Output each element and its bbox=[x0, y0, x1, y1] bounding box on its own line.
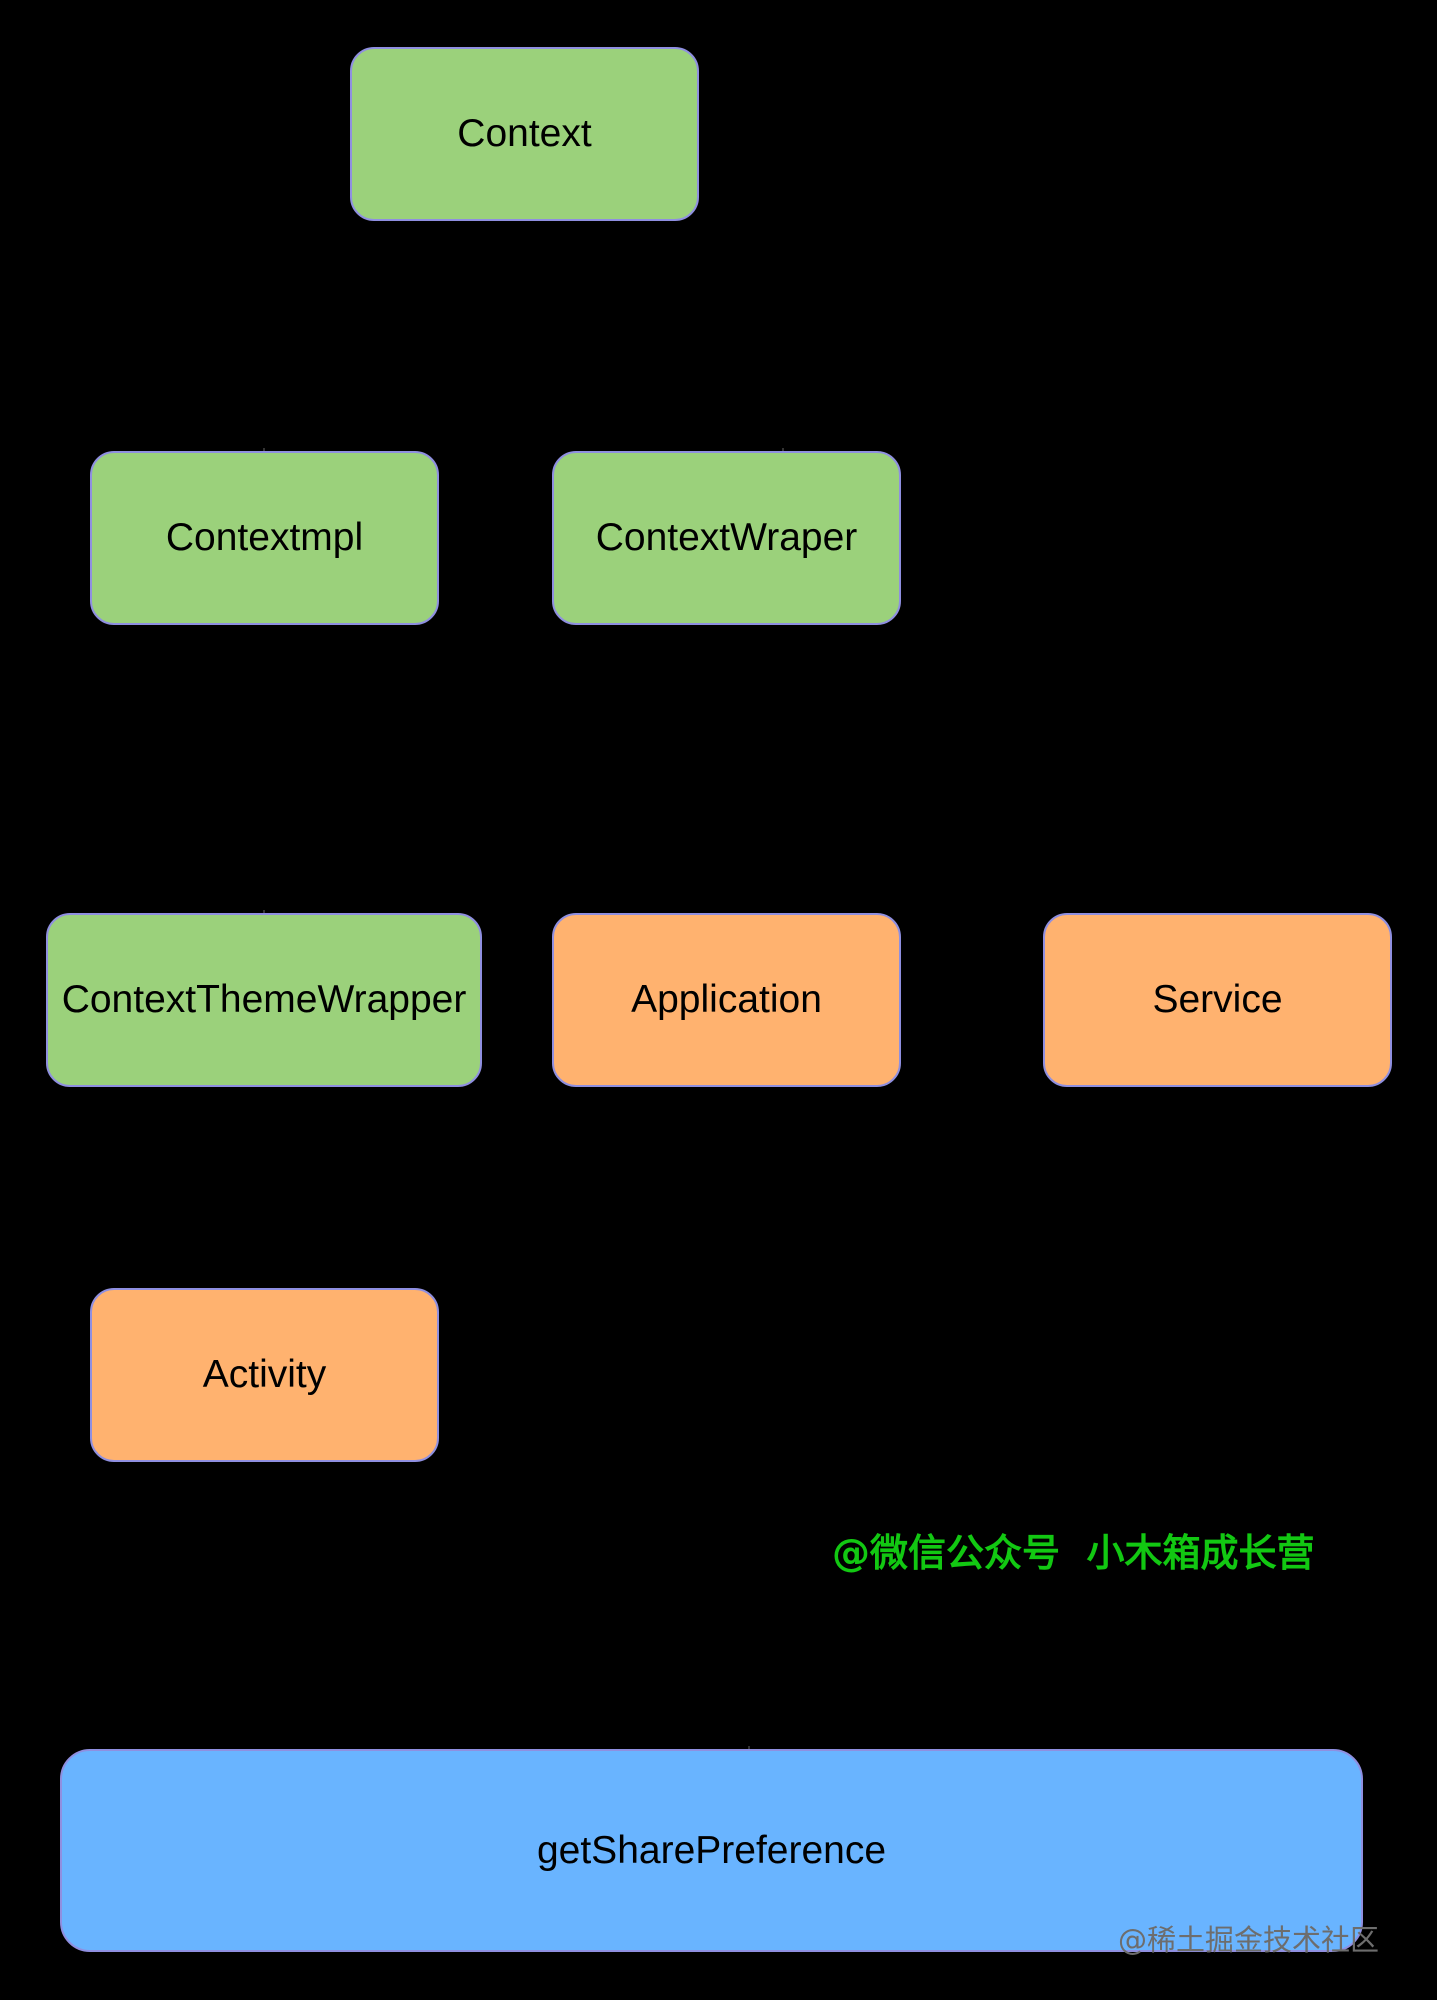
node-contextthemewrapper[interactable]: ContextThemeWrapper bbox=[46, 913, 482, 1087]
node-activity[interactable]: Activity bbox=[90, 1288, 439, 1462]
node-activity-label: Activity bbox=[202, 1353, 327, 1396]
node-contextwrapper[interactable]: ContextWraper bbox=[552, 451, 901, 625]
node-application-label: Application bbox=[631, 978, 822, 1021]
site-watermark: @稀土掘金技术社区 bbox=[1118, 1923, 1380, 1957]
node-contextwrapper-label: ContextWraper bbox=[595, 516, 858, 559]
author-watermark: @微信公众号 小木箱成长营 bbox=[832, 1531, 1315, 1575]
node-getsharepreference[interactable]: getSharePreference bbox=[60, 1749, 1363, 1952]
node-service[interactable]: Service bbox=[1043, 913, 1392, 1087]
node-contextthemewrapper-label: ContextThemeWrapper bbox=[61, 978, 467, 1021]
node-getsharepreference-label: getSharePreference bbox=[536, 1828, 887, 1872]
node-contextimpl-label: Contextmpl bbox=[165, 516, 364, 559]
node-service-label: Service bbox=[1152, 978, 1283, 1021]
node-contextimpl[interactable]: Contextmpl bbox=[90, 451, 439, 625]
node-context-label: Context bbox=[457, 112, 592, 155]
node-context[interactable]: Context bbox=[350, 47, 699, 221]
node-application[interactable]: Application bbox=[552, 913, 901, 1087]
